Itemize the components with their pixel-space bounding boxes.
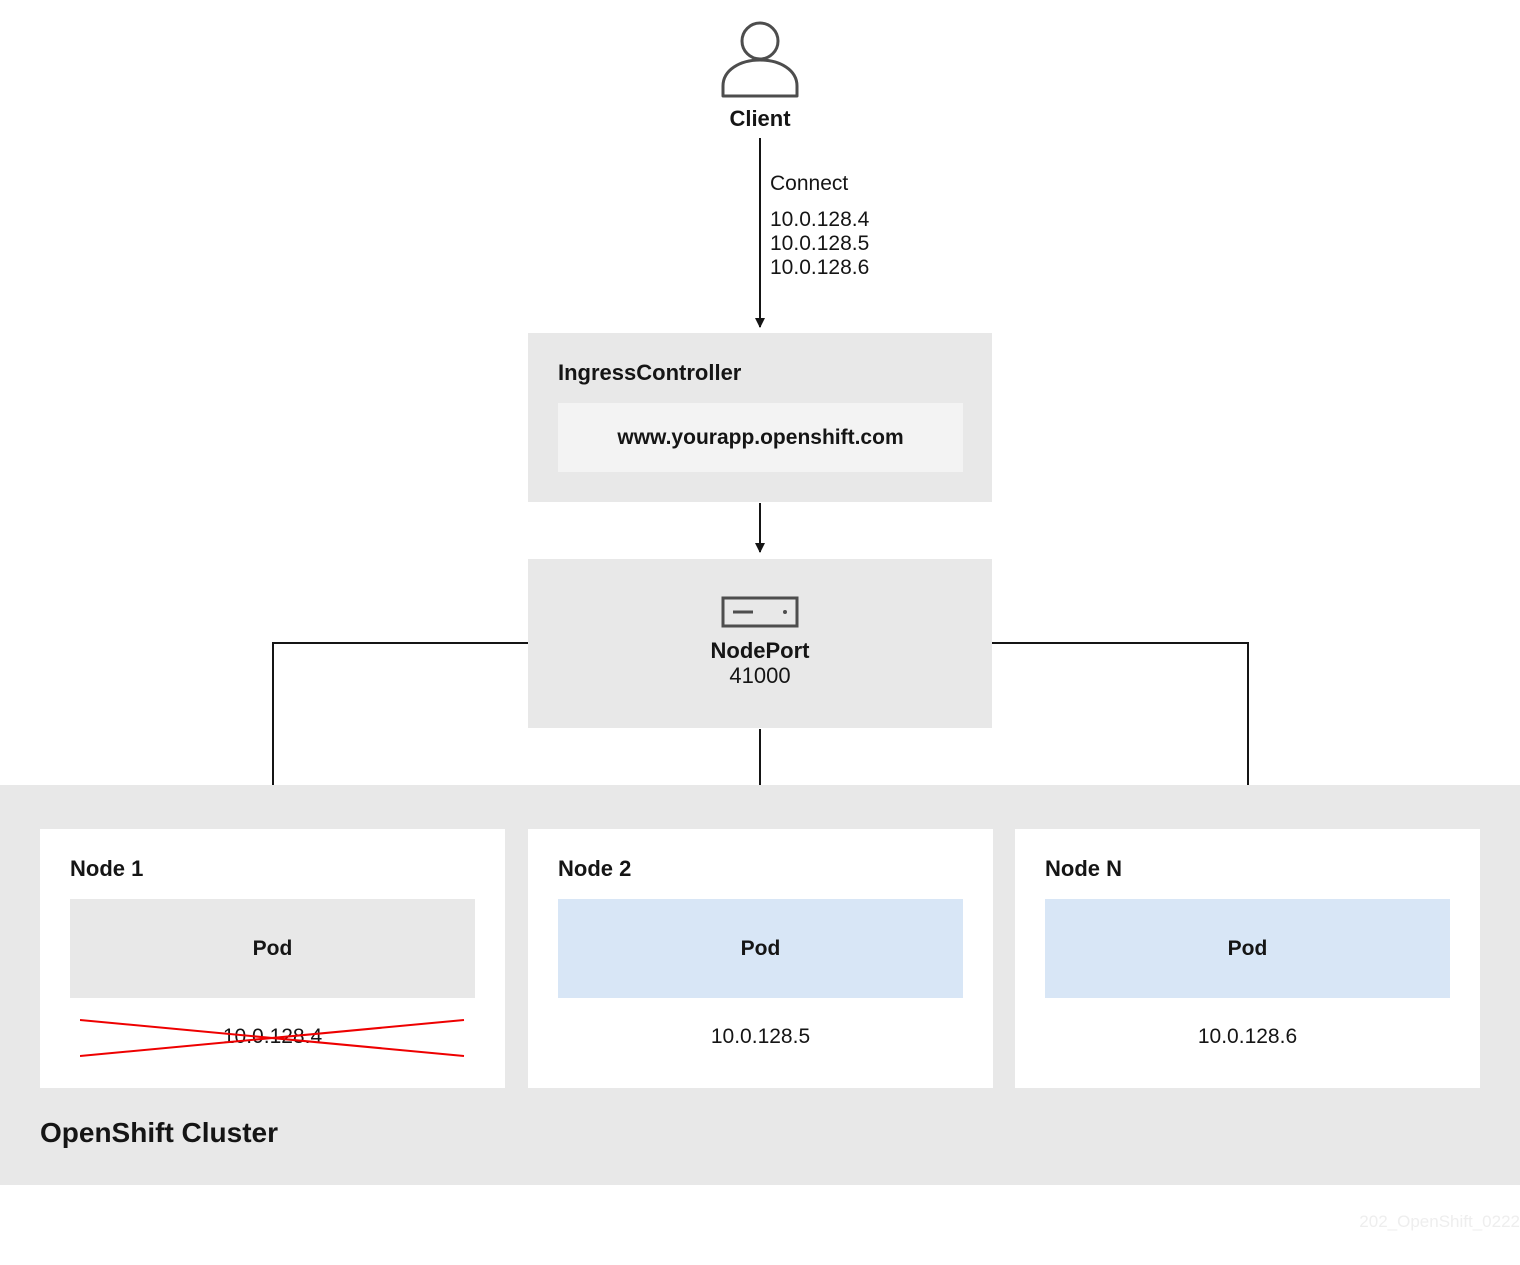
nodeport-port: 41000 (729, 663, 791, 688)
node-title: Node N (1045, 856, 1122, 881)
client-label: Client (729, 106, 791, 131)
connect-ip: 10.0.128.5 (770, 232, 870, 255)
pod-box: Pod (70, 899, 475, 998)
node-card-n: Node N Pod 10.0.128.6 (1015, 829, 1480, 1088)
ingress-controller-title: IngressController (558, 360, 742, 385)
server-icon (721, 596, 799, 628)
unavailable-cross-icon (80, 1019, 465, 1057)
pod-box: Pod (1045, 899, 1450, 998)
nodeport-box (528, 559, 992, 728)
node-title: Node 1 (70, 856, 144, 881)
node-card-2: Node 2 Pod 10.0.128.5 (528, 829, 993, 1088)
connect-ip: 10.0.128.6 (770, 256, 870, 279)
node-ip: 10.0.128.5 (710, 1025, 811, 1048)
cluster-title: OpenShift Cluster (40, 1117, 279, 1148)
connect-label: Connect (770, 172, 849, 195)
node-title: Node 2 (558, 856, 632, 881)
nodeport-label: NodePort (710, 638, 810, 663)
pod-box: Pod (558, 899, 963, 998)
arrow-nodeport-to-node-n (992, 642, 1253, 823)
connect-ip-list: 10.0.128.4 10.0.128.5 10.0.128.6 (770, 208, 869, 280)
arrow-nodeport-to-node-1 (268, 642, 528, 823)
node-ip: 10.0.128.6 (1197, 1025, 1298, 1048)
figure-id-watermark: 202_OpenShift_0222 (1359, 1212, 1520, 1231)
node-card-1: Node 1 Pod 10.0.128.4 (40, 829, 505, 1088)
user-icon (721, 21, 799, 98)
connect-ip: 10.0.128.4 (770, 208, 870, 231)
ingress-host: www.yourapp.openshift.com (558, 403, 963, 472)
node-ip: 10.0.128.4 (222, 1025, 323, 1048)
